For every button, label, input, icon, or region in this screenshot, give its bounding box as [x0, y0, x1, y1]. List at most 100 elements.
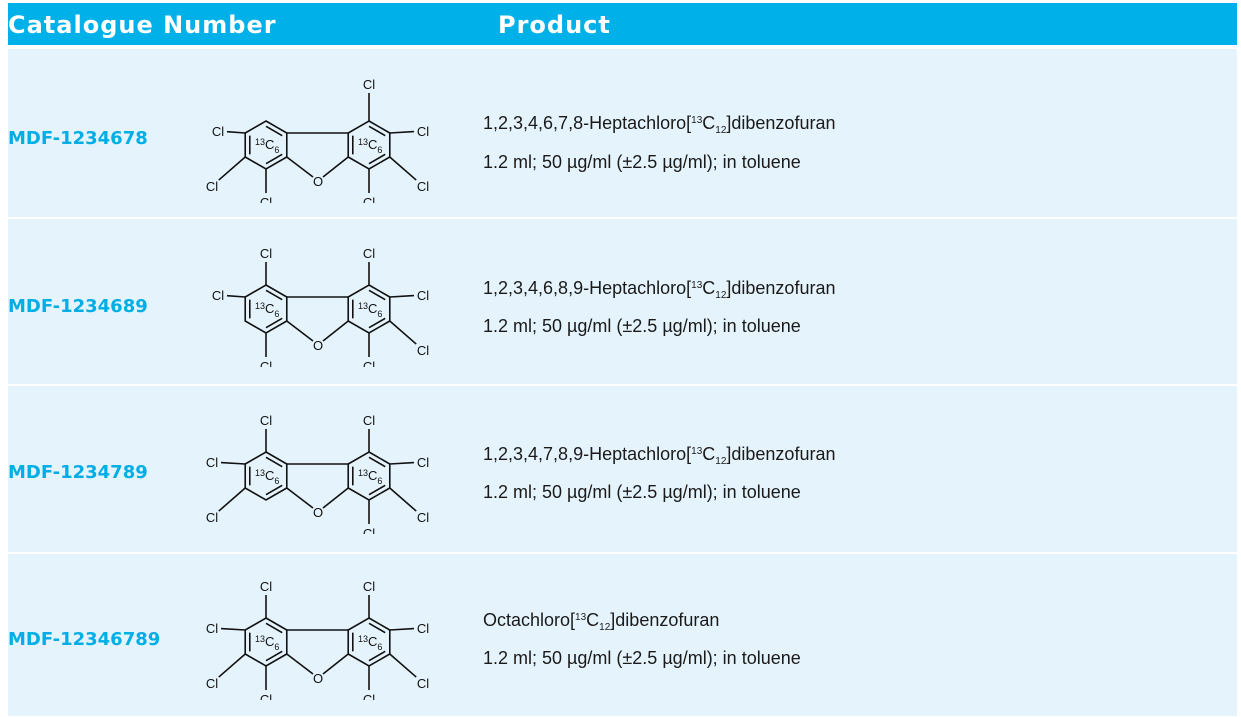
ring-isotope-label: 13C6 [255, 468, 279, 486]
catalogue-number[interactable]: MDF-12346789 [8, 629, 161, 650]
double-bond [368, 484, 386, 496]
ring-isotope-label: 13C6 [255, 634, 279, 652]
chlorine-label: Cl [212, 288, 224, 303]
chlorine-label: Cl [417, 510, 429, 525]
header-product: Product [498, 11, 611, 39]
product-name: 1,2,3,4,6,7,8-Heptachloro[13C12]dibenzof… [483, 113, 836, 136]
double-bond [265, 484, 283, 496]
chlorine-label: Cl [363, 359, 375, 367]
chlorine-label: Cl [363, 77, 375, 92]
product-detail: 1.2 ml; 50 µg/ml (±2.5 µg/ml); in toluen… [483, 316, 801, 336]
chlorine-label: Cl [417, 288, 429, 303]
product-detail: 1.2 ml; 50 µg/ml (±2.5 µg/ml); in toluen… [483, 152, 801, 172]
chlorine-label: Cl [417, 455, 429, 470]
chlorine-bond [226, 294, 246, 298]
chlorine-bond [389, 294, 415, 298]
chlorine-label: Cl [417, 179, 429, 194]
ether-bond [286, 320, 314, 342]
chlorine-label: Cl [363, 692, 375, 700]
double-bond [265, 153, 283, 165]
product-name: 1,2,3,4,6,8,9-Heptachloro[13C12]dibenzof… [483, 278, 836, 301]
catalogue-number[interactable]: MDF-1234789 [8, 462, 148, 483]
chlorine-bond [389, 461, 415, 465]
ether-bond [286, 653, 314, 675]
chlorine-label: Cl [206, 179, 218, 194]
ether-bond [322, 487, 349, 509]
double-bond [265, 456, 283, 468]
table-header: Catalogue Number Product [8, 3, 1237, 45]
product-detail: 1.2 ml; 50 µg/ml (±2.5 µg/ml); in toluen… [483, 648, 801, 668]
chlorine-bond [389, 653, 417, 678]
chlorine-label: Cl [363, 526, 375, 534]
chlorine-label: Cl [260, 413, 272, 428]
ether-bond [286, 487, 314, 509]
double-bond [368, 289, 386, 301]
chlorine-label: Cl [363, 413, 375, 428]
oxygen-label: O [313, 338, 323, 353]
catalogue-number[interactable]: MDF-1234689 [8, 296, 148, 317]
double-bond [265, 622, 283, 634]
chlorine-label: Cl [260, 195, 272, 203]
chlorine-label: Cl [363, 246, 375, 261]
ring-isotope-label: 13C6 [255, 301, 279, 319]
ether-bond [286, 156, 314, 178]
double-bond [368, 317, 386, 329]
double-bond [265, 650, 283, 662]
double-bond [368, 456, 386, 468]
chlorine-label: Cl [417, 343, 429, 358]
chlorine-bond [218, 487, 246, 512]
chlorine-label: Cl [260, 246, 272, 261]
double-bond [368, 650, 386, 662]
chlorine-label: Cl [417, 621, 429, 636]
double-bond [368, 125, 386, 137]
ring-isotope-label: 13C6 [358, 137, 382, 155]
chlorine-bond [389, 156, 417, 181]
ether-bond [322, 320, 349, 342]
double-bond [368, 153, 386, 165]
catalogue-number[interactable]: MDF-1234678 [8, 128, 148, 149]
chlorine-label: Cl [260, 579, 272, 594]
chlorine-bond [389, 627, 415, 631]
chlorine-bond [389, 320, 417, 345]
ring-isotope-label: 13C6 [255, 137, 279, 155]
chlorine-label: Cl [206, 676, 218, 691]
double-bond [265, 317, 283, 329]
oxygen-label: O [313, 671, 323, 686]
chlorine-label: Cl [417, 676, 429, 691]
chlorine-label: Cl [206, 510, 218, 525]
ether-bond [322, 653, 349, 675]
row-divider [8, 384, 1237, 386]
ring-isotope-label: 13C6 [358, 634, 382, 652]
chlorine-label: Cl [212, 124, 224, 139]
double-bond [265, 125, 283, 137]
chlorine-bond [389, 487, 417, 512]
chlorine-bond [220, 461, 246, 465]
double-bond [368, 622, 386, 634]
ether-bond [322, 156, 349, 178]
chlorine-label: Cl [363, 195, 375, 203]
chlorine-label: Cl [363, 579, 375, 594]
product-name: Octachloro[13C12]dibenzofuran [483, 610, 720, 633]
oxygen-label: O [313, 174, 323, 189]
chlorine-label: Cl [417, 124, 429, 139]
chlorine-bond [226, 130, 246, 134]
double-bond [265, 289, 283, 301]
product-detail: 1.2 ml; 50 µg/ml (±2.5 µg/ml); in toluen… [483, 482, 801, 502]
chlorine-bond [218, 653, 246, 678]
chlorine-label: Cl [260, 359, 272, 367]
oxygen-label: O [313, 505, 323, 520]
row-divider [8, 552, 1237, 554]
product-name: 1,2,3,4,7,8,9-Heptachloro[13C12]dibenzof… [483, 444, 836, 467]
row-divider [8, 217, 1237, 219]
